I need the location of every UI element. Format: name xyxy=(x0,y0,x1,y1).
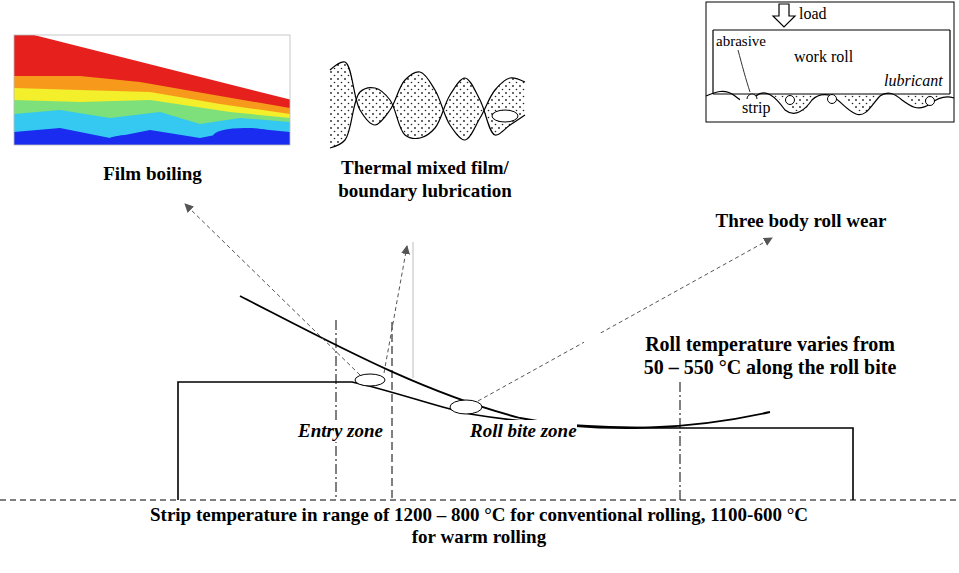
figure-panel: Film boiling xyxy=(10,30,295,185)
note-text: Strip temperature in range of 1200 – 800… xyxy=(148,504,810,548)
asperity-profile xyxy=(330,78,525,148)
region-label-box: strip xyxy=(740,99,775,117)
part-label: load xyxy=(799,5,827,23)
part-label: lubricant xyxy=(884,72,943,90)
region-label-box: work roll xyxy=(792,48,858,66)
note-text: Roll temperature varies from 50 – 550 °C… xyxy=(584,333,956,379)
region-label: work roll xyxy=(792,48,858,66)
roll-wear-sketch xyxy=(706,2,954,122)
part-label: abrasive xyxy=(716,33,766,50)
lubricant-fill xyxy=(330,62,525,148)
figure-caption: Thermal mixed film/ boundary lubrication xyxy=(318,156,532,202)
figure-caption: Film boiling xyxy=(10,162,295,185)
zone-label: Roll bite zone xyxy=(470,420,577,442)
asperity-sketch xyxy=(330,62,525,148)
zone-label: Entry zone xyxy=(298,420,383,442)
figure-panel: Thermal mixed film/ boundary lubrication xyxy=(318,50,532,202)
figure-caption: Three body roll wear xyxy=(715,209,887,232)
region-label: strip xyxy=(740,99,775,117)
contact-marker xyxy=(492,110,518,122)
asperity-profile xyxy=(330,62,525,140)
heat-map xyxy=(14,33,292,145)
roll-bite-geometry xyxy=(0,204,959,500)
